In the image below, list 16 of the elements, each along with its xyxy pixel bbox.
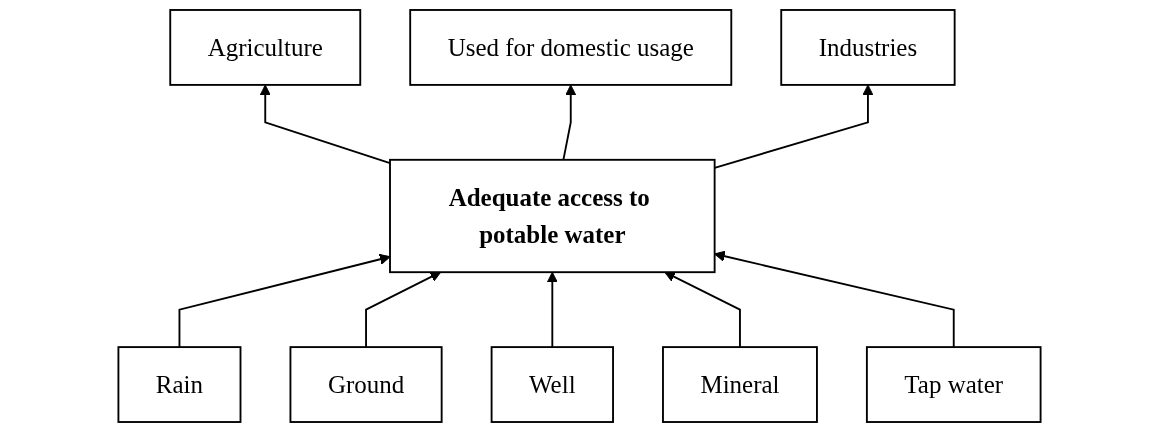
node-box: Adequate access to potable water (389, 158, 716, 274)
arrow (714, 250, 955, 349)
arrow (178, 253, 391, 349)
node-box: Rain (117, 346, 242, 423)
node-box: Industries (780, 9, 956, 86)
arrow (259, 84, 391, 164)
arrow (546, 271, 558, 349)
node-box: Tap water (865, 346, 1042, 423)
node-box: Used for domestic usage (409, 9, 733, 86)
arrow (365, 271, 442, 349)
arrow (664, 271, 741, 349)
arrow (562, 84, 577, 161)
node-box: Well (490, 346, 614, 423)
node-box: Ground (289, 346, 443, 423)
node-box: Mineral (662, 346, 818, 423)
node-box: Agriculture (169, 9, 362, 86)
